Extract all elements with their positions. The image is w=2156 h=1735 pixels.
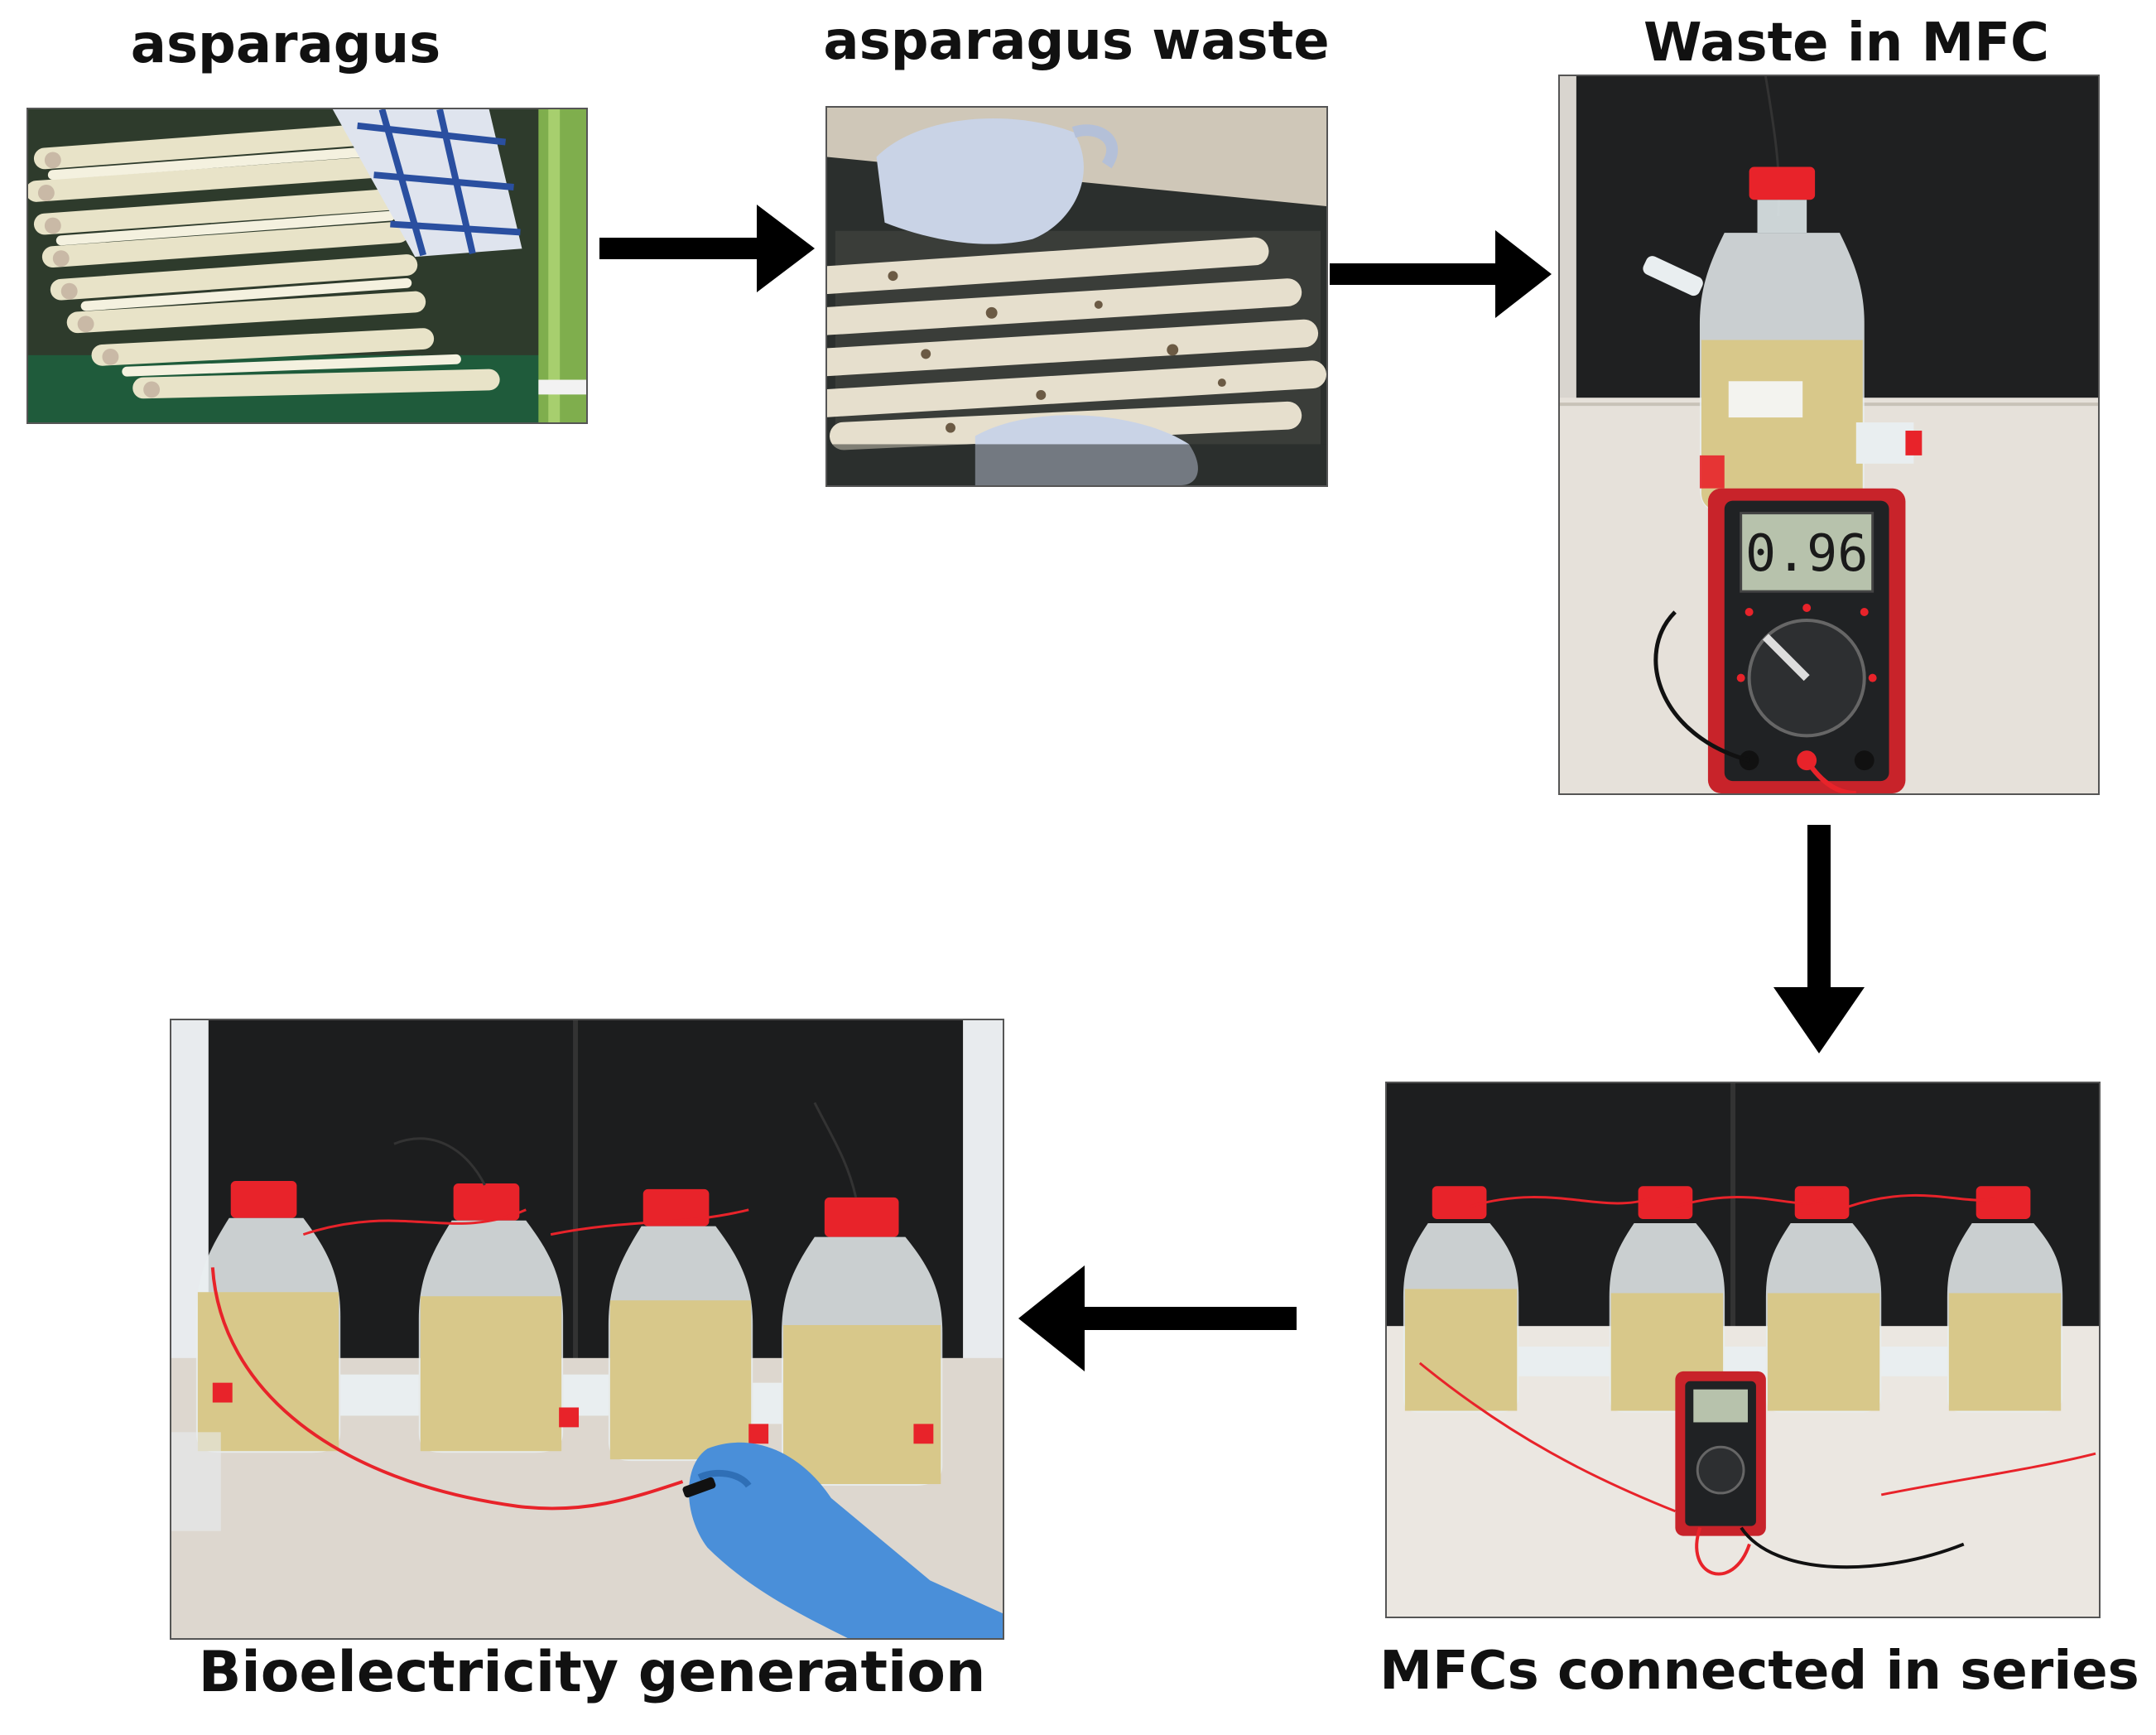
arrow-waste-to-mfc bbox=[1330, 230, 1552, 318]
photo-asparagus-waste bbox=[825, 106, 1328, 487]
arrow-asparagus-to-waste bbox=[599, 205, 815, 292]
stage-label-asparagus-waste: asparagus waste bbox=[823, 11, 1330, 72]
stage-label-mfcs-in-series: MFCs connected in series bbox=[1379, 1641, 2139, 1702]
stage-label-waste-in-mfc: Waste in MFC bbox=[1643, 12, 2050, 74]
stage-label-bioelectricity: Bioelectricity generation bbox=[198, 1640, 986, 1705]
arrow-mfc-to-series bbox=[1773, 825, 1865, 1053]
photo-mfcs-in-series bbox=[1385, 1082, 2101, 1618]
multimeter-reading: 0.96 bbox=[1745, 523, 1868, 583]
photo-bioelectricity bbox=[170, 1019, 1004, 1640]
photo-waste-in-mfc: 0.96 bbox=[1558, 75, 2100, 795]
bottle-cap bbox=[1749, 166, 1816, 200]
arrow-series-to-bioelectricity bbox=[1018, 1265, 1297, 1371]
mfc-bottle-row bbox=[1403, 1186, 2063, 1413]
gloved-hand bbox=[689, 1442, 1003, 1638]
photo-asparagus bbox=[26, 108, 588, 424]
stage-label-asparagus: asparagus bbox=[130, 14, 441, 75]
mfc-bottle-row bbox=[195, 1180, 943, 1486]
